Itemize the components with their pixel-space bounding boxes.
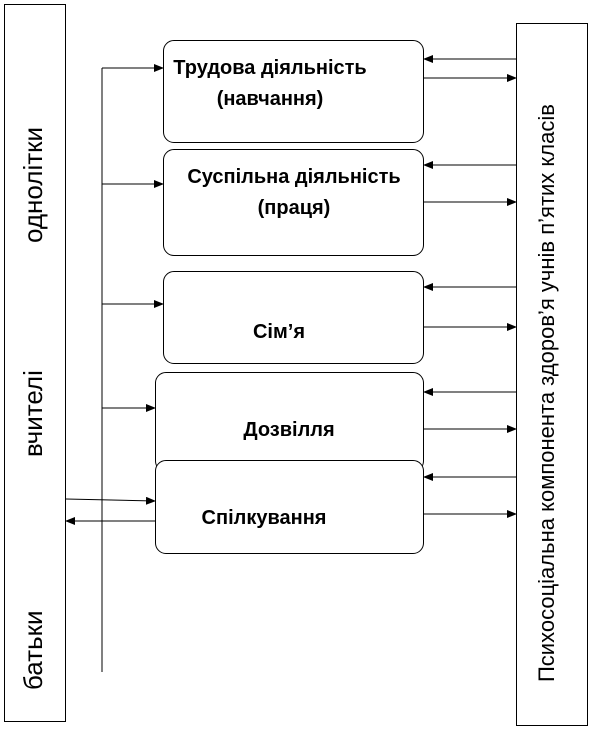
node-leisure [155,372,424,472]
node-family-label: Сім’я [252,321,306,343]
arrow-left-to-communication [65,496,156,505]
node-leisure-label: Дозвілля [243,419,335,441]
node-work-study [163,40,424,143]
node-social-labour-label: Суспільна діяльність (праця) [187,166,401,219]
node-social-labour [163,149,424,256]
node-family [163,271,424,364]
left-panel [4,4,66,722]
node-work-study-label: Трудова діяльність (навчання) [173,57,367,110]
node-communication-label: Спілкування [201,507,327,529]
node-communication [155,460,424,554]
right-panel [516,23,588,726]
